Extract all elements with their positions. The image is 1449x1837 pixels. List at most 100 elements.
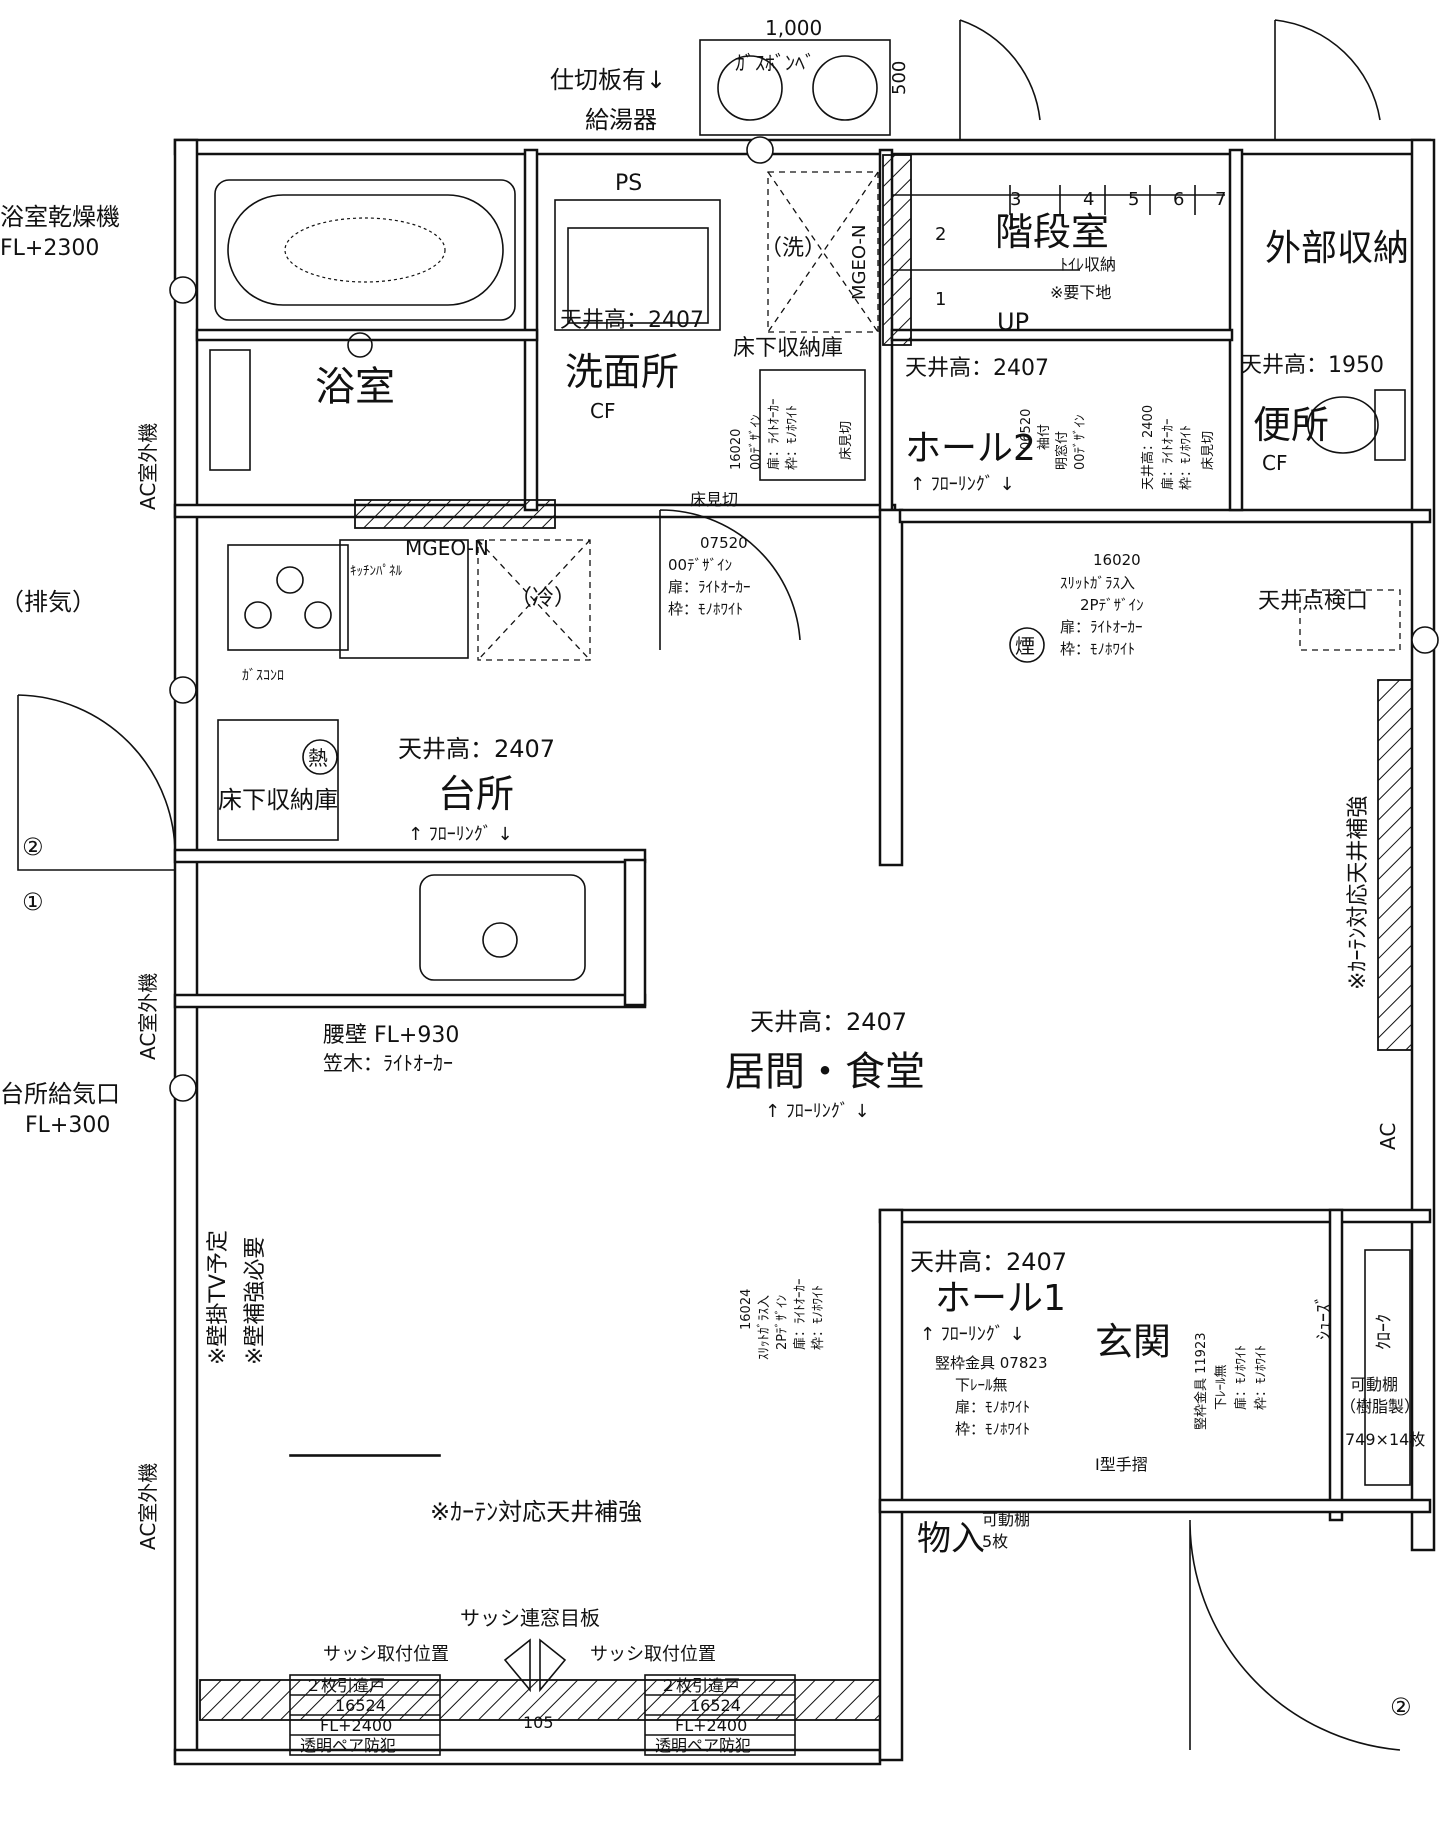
door-spec-washroom: 16020 00ﾃﾞｻﾞｲﾝ 扉：ﾗｲﾄｵｰｶｰ 枠：ﾓﾉﾎﾜｲﾄ 床見切 [729,398,854,470]
door-spec-toilet: 天井高：2400 扉：ﾗｲﾄｵｰｶｰ 枠：ﾓﾉﾎﾜｲﾄ 床見切 [1140,405,1216,490]
svg-text:床見切: 床見切 [839,421,854,460]
svg-text:00ﾃﾞｻﾞｲﾝ: 00ﾃﾞｻﾞｲﾝ [668,556,732,574]
svg-text:扉：ﾗｲﾄｵｰｶｰ: 扉：ﾗｲﾄｵｰｶｰ [1060,618,1143,636]
svg-text:ｽﾘｯﾄｶﾞﾗｽ入: ｽﾘｯﾄｶﾞﾗｽ入 [757,1295,772,1360]
smoke-symbol: 煙 [1015,634,1035,658]
water-heater-label: 給湯器 [585,106,657,134]
bath-dryer-fl: FL+2300 [0,236,99,261]
ac-outdoor-2: AC室外機 [136,973,160,1060]
svg-text:16020: 16020 [1093,551,1141,569]
svg-text:枠：ﾓﾉﾎﾜｲﾄ: 枠：ﾓﾉﾎﾜｲﾄ [811,1285,826,1350]
svg-text:竪枠金具 07823: 竪枠金具 07823 [935,1354,1048,1372]
svg-text:枠：ﾓﾉﾎﾜｲﾄ: 枠：ﾓﾉﾎﾜｲﾄ [785,405,800,470]
hall2-ceiling: 天井高：2407 [905,356,1049,381]
gas-depth-dim: 500 [889,61,910,95]
ceiling-hatch-outline [1299,589,1401,651]
shelf-size-label: 749×14枚 [1345,1430,1425,1449]
gas-cylinder-label: ｶﾞｽﾎﾞﾝﾍﾞ [735,51,815,75]
room-hall1: ホール1 [935,1278,1066,1319]
underfloor-storage-box [217,719,339,841]
gas-width-dim: 1,000 [765,16,822,40]
svg-text:07520: 07520 [700,534,748,552]
door-spec-11923: 竪枠金具 11923 下ﾚｰﾙ無 扉：ﾓﾉﾎﾜｲﾄ 枠：ﾓﾉﾎﾜｲﾄ [1193,1333,1269,1431]
hall1-ceiling: 天井高：2407 [910,1248,1067,1276]
ac-label: AC [1376,1123,1400,1150]
room-washroom: 洗面所 [565,350,679,394]
svg-text:２枚引違戸: ２枚引違戸 [305,1676,385,1695]
kitchen-flooring: ↑ ﾌﾛｰﾘﾝｸﾞ ↓ [408,824,513,845]
living-flooring: ↑ ﾌﾛｰﾘﾝｸﾞ ↓ [765,1101,870,1122]
underfloor-label-2: 床下収納庫 [733,336,843,361]
grid-circle-2b: ② [1390,1693,1412,1721]
handrail-label: I型手摺 [1095,1455,1148,1474]
svg-text:下ﾚｰﾙ無: 下ﾚｰﾙ無 [955,1376,1008,1394]
fridge-label: （冷） [510,586,576,611]
toilet-ceiling: 天井高：1950 [1240,353,1384,378]
kitchen-ceiling: 天井高：2407 [398,735,555,763]
stair-wall-hatch [882,154,912,346]
svg-text:扉：ﾗｲﾄｵｰｶｰ: 扉：ﾗｲﾄｵｰｶｰ [792,1278,808,1350]
room-storage: 物入 [917,1519,985,1559]
exhaust-label: （排気） [0,588,96,616]
bath-dryer-label: 浴室乾燥機 [0,203,120,231]
svg-text:天井高：2400: 天井高：2400 [1140,405,1156,490]
kitchen-air-label: 台所給気口 [0,1080,120,1108]
sash-arrows [503,1638,567,1693]
shoes-label: ｼｭｰｽﾞ [1314,1295,1335,1340]
svg-text:袖付: 袖付 [1037,424,1052,450]
room-kitchen: 台所 [438,772,514,816]
bath-wall-hatch [354,499,556,529]
stair-num-6: 6 [1173,189,1184,210]
gas-cylinders [699,39,891,136]
washer-space [767,171,879,333]
kitchen-air-fl: FL+300 [25,1113,110,1138]
gas-stove-label: ｶﾞｽｺﾝﾛ [242,668,284,684]
bath-bench [209,349,251,471]
svg-text:透明ペア防犯: 透明ペア防犯 [300,1736,396,1755]
svg-text:16024: 16024 [739,1289,754,1330]
window-table-left-text: ２枚引違戸 16524 FL+2400 透明ペア防犯 [300,1676,396,1755]
svg-text:扉：ﾗｲﾄｵｰｶｰ: 扉：ﾗｲﾄｵｰｶｰ [766,398,782,470]
column-bubbles [169,136,1439,1102]
grid-circle-1: ① [22,888,44,916]
svg-text:透明ペア防犯: 透明ペア防犯 [655,1736,751,1755]
svg-text:下ﾚｰﾙ無: 下ﾚｰﾙ無 [1214,1364,1229,1410]
stair-num-4: 4 [1083,189,1094,210]
sash-title: サッシ連窓目板 [460,1606,600,1630]
door-spec-16024: 16024 ｽﾘｯﾄｶﾞﾗｽ入 2Pﾃﾞｻﾞｲﾝ 扉：ﾗｲﾄｵｰｶｰ 枠：ﾓﾉﾎ… [739,1278,826,1360]
kitchen-sink [419,874,586,981]
door-spec-06520: 06520 袖付 明窓付 00ﾃﾞｻﾞｲﾝ [1019,409,1088,470]
stair-num-2: 2 [935,224,946,245]
up-label: UP [997,308,1029,336]
kitchen-panel-label: ｷｯﾁﾝﾊﾟﾈﾙ [350,564,403,579]
svg-text:２枚引違戸: ２枚引違戸 [660,1676,740,1695]
ac-outdoor-3: AC室外機 [136,1463,160,1550]
heat-detector-icon [302,739,338,775]
svg-text:枠：ﾓﾉﾎﾜｲﾄ: 枠：ﾓﾉﾎﾜｲﾄ [955,1420,1030,1438]
svg-text:00ﾃﾞｻﾞｲﾝ: 00ﾃﾞｻﾞｲﾝ [1073,414,1088,470]
svg-text:枠：ﾓﾉﾎﾜｲﾄ: 枠：ﾓﾉﾎﾜｲﾄ [1179,425,1194,490]
stair-num-5: 5 [1128,189,1139,210]
underfloor-label-1: 床下収納庫 [218,786,338,814]
shoe-cabinet [1364,1249,1411,1486]
shelf-label: 可動棚 [1350,1375,1398,1394]
cloak-label: ｸﾛｰｸ [1374,1314,1395,1350]
gas-stove [227,544,349,651]
door-swings [17,19,1401,1751]
curtain-bottom-label: ※ｶｰﾃﾝ対応天井補強 [430,1498,642,1526]
door-spec-07823: 竪枠金具 07823 下ﾚｰﾙ無 扉：ﾓﾉﾎﾜｲﾄ 枠：ﾓﾉﾎﾜｲﾄ [935,1354,1048,1438]
svg-text:扉：ﾗｲﾄｵｰｶｰ: 扉：ﾗｲﾄｵｰｶｰ [1160,418,1176,490]
storage-shelf-label: 可動棚 [982,1510,1030,1529]
bath-drain [347,332,373,358]
stair-num-1: 1 [935,289,946,310]
curtain-reinforce-right [1377,679,1413,1051]
hall2-flooring: ↑ ﾌﾛｰﾘﾝｸﾞ ↓ [910,474,1015,495]
sash-gap-label: 105 [523,1713,554,1732]
door-spec-07520: 07520 00ﾃﾞｻﾞｲﾝ 扉：ﾗｲﾄｵｰｶｰ 枠：ﾓﾉﾎﾜｲﾄ [668,534,751,618]
window-table-right [644,1674,796,1756]
washroom-ceiling: 天井高：2407 [560,308,704,333]
svg-text:扉：ﾓﾉﾎﾜｲﾄ: 扉：ﾓﾉﾎﾜｲﾄ [955,1398,1030,1416]
window-table-right-text: ２枚引違戸 16524 FL+2400 透明ペア防犯 [655,1676,751,1755]
ac-outdoor-1: AC室外機 [136,423,160,510]
washer-label: （洗） [760,236,826,261]
